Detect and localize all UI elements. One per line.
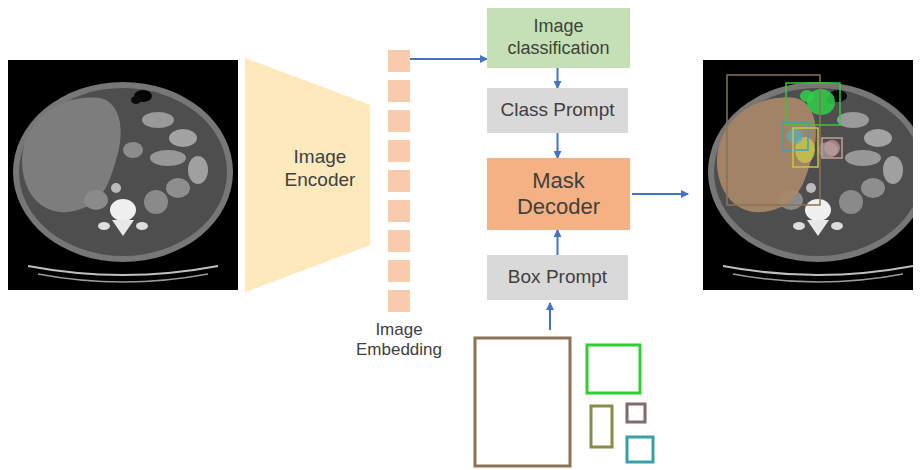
input-arrow [549, 303, 551, 330]
node-label: Box Prompt [508, 266, 607, 289]
node-label: Mask Decoder [495, 168, 622, 221]
flow-arrow [557, 133, 559, 158]
prompt-box: Box Prompt [487, 255, 628, 300]
flow-arrow [557, 68, 559, 88]
segmented-ct-image [703, 60, 920, 290]
embedding-column: Image Embedding [388, 50, 410, 312]
node-label: Image Encoder [270, 146, 370, 192]
node-label: Class Prompt [500, 99, 614, 122]
node-label: Image classification [495, 16, 622, 59]
box-prompt-set [475, 338, 653, 466]
decoder-box: Mask Decoder [487, 158, 630, 230]
embedding-label: Image Embedding [339, 320, 459, 361]
encoder-block: Image Encoder [245, 58, 370, 292]
output-arrow [632, 193, 688, 195]
classification-box: Image classification [487, 8, 630, 68]
ct-image [8, 60, 238, 290]
embedding-squares [388, 50, 410, 312]
flow-arrow [557, 230, 559, 255]
prompt-box: Class Prompt [487, 88, 628, 133]
flow-arrow [410, 58, 487, 60]
